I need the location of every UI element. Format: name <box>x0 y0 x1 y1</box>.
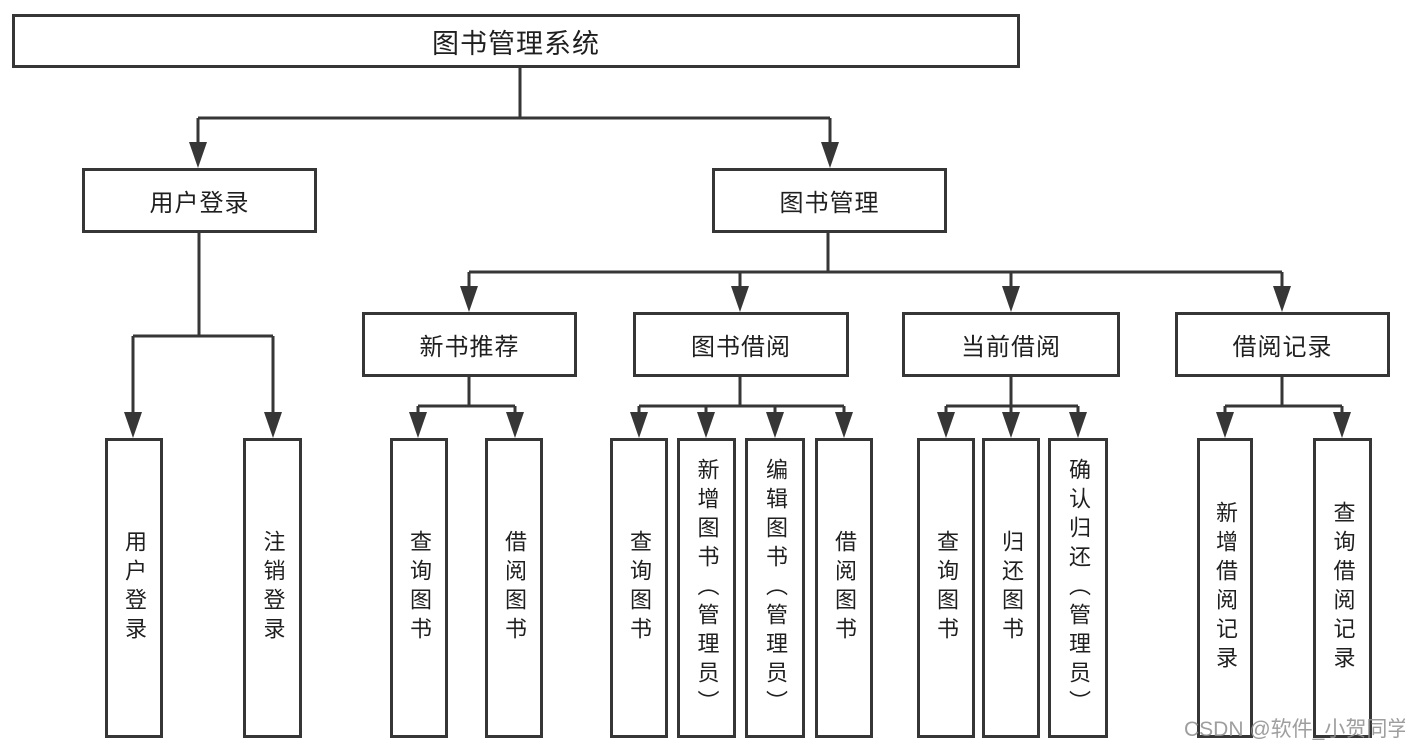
node-label: 查询图书 <box>934 530 959 646</box>
arrowhead <box>1002 286 1020 312</box>
leaf-borrow-books-recommend: 借阅图书 <box>485 438 543 738</box>
arrowhead <box>1333 412 1351 438</box>
node-label: 图书管理 <box>779 190 880 217</box>
arrowhead <box>460 286 478 312</box>
leaf-borrow-books-borrowing: 借阅图书 <box>815 438 873 738</box>
node-label: 借阅图书 <box>502 530 527 646</box>
node-label: 借阅记录 <box>1232 334 1333 361</box>
leaf-return-books: 归还图书 <box>982 438 1040 738</box>
node-label: 查询借阅记录 <box>1330 501 1356 675</box>
arrowhead <box>766 412 784 438</box>
leaf-query-borrow-record: 查询借阅记录 <box>1313 438 1372 738</box>
leaf-query-books-recommend: 查询图书 <box>390 438 448 738</box>
node-label: 归还图书 <box>999 530 1024 646</box>
node-label: 查询图书 <box>627 530 652 646</box>
node-label: 确认归还（管理员） <box>1066 457 1091 719</box>
leaf-confirm-return-admin: 确认归还（管理员） <box>1048 438 1108 738</box>
connector-book-borrowing-children <box>637 377 846 418</box>
node-label: 用户登录 <box>122 530 147 646</box>
arrowhead <box>124 412 142 438</box>
arrowhead <box>189 142 207 168</box>
arrowhead <box>1069 412 1087 438</box>
node-book-borrowing: 图书借阅 <box>633 312 849 377</box>
arrowhead <box>937 412 955 438</box>
arrowhead <box>1002 412 1020 438</box>
node-label: 新增借阅记录 <box>1213 501 1238 675</box>
connector-borrowing-records-children <box>1223 377 1344 418</box>
node-user-login: 用户登录 <box>82 168 317 233</box>
leaf-edit-books-admin: 编辑图书（管理员） <box>745 438 805 738</box>
node-label: 编辑图书（管理员） <box>763 457 788 719</box>
node-new-book-recommend: 新书推荐 <box>362 312 577 377</box>
node-label: 图书管理系统 <box>432 28 600 59</box>
connector-current-borrowing-children <box>944 377 1080 418</box>
arrowhead <box>821 142 839 168</box>
node-label: 图书借阅 <box>691 334 791 361</box>
node-label: 新书推荐 <box>419 334 520 361</box>
arrowhead <box>697 412 715 438</box>
leaf-add-books-admin: 新增图书（管理员） <box>677 438 736 738</box>
arrowhead <box>1216 412 1234 438</box>
leaf-add-borrow-record: 新增借阅记录 <box>1197 438 1253 738</box>
arrowhead <box>409 412 427 438</box>
node-current-borrowing: 当前借阅 <box>902 312 1120 377</box>
csdn-watermark: CSDN @软件_小贺同学 <box>1184 718 1405 741</box>
arrowhead <box>506 412 524 438</box>
arrowhead <box>264 412 282 438</box>
leaf-query-books-current: 查询图书 <box>917 438 975 738</box>
arrowheads <box>124 142 1351 438</box>
connector-new-book-recommend-children <box>416 377 517 418</box>
leaf-logout: 注销登录 <box>243 438 302 738</box>
connector-user-login-children <box>131 233 275 418</box>
leaf-user-login: 用户登录 <box>105 438 163 738</box>
node-book-management: 图书管理 <box>712 168 947 233</box>
node-label: 借阅图书 <box>832 530 857 646</box>
node-borrowing-records: 借阅记录 <box>1175 312 1390 377</box>
node-label: 查询图书 <box>407 530 432 646</box>
arrowhead <box>835 412 853 438</box>
node-label: 注销登录 <box>260 530 286 646</box>
arrowhead <box>731 286 749 312</box>
node-library-management-system: 图书管理系统 <box>12 14 1020 68</box>
arrowhead <box>630 412 648 438</box>
node-label: 新增图书（管理员） <box>694 457 720 719</box>
leaf-query-books-borrowing: 查询图书 <box>610 438 668 738</box>
connector-book-management-children <box>467 233 1284 292</box>
connector-root-to-level2 <box>196 68 832 148</box>
node-label: 当前借阅 <box>961 334 1061 361</box>
arrowhead <box>1273 286 1291 312</box>
node-label: 用户登录 <box>149 190 250 217</box>
